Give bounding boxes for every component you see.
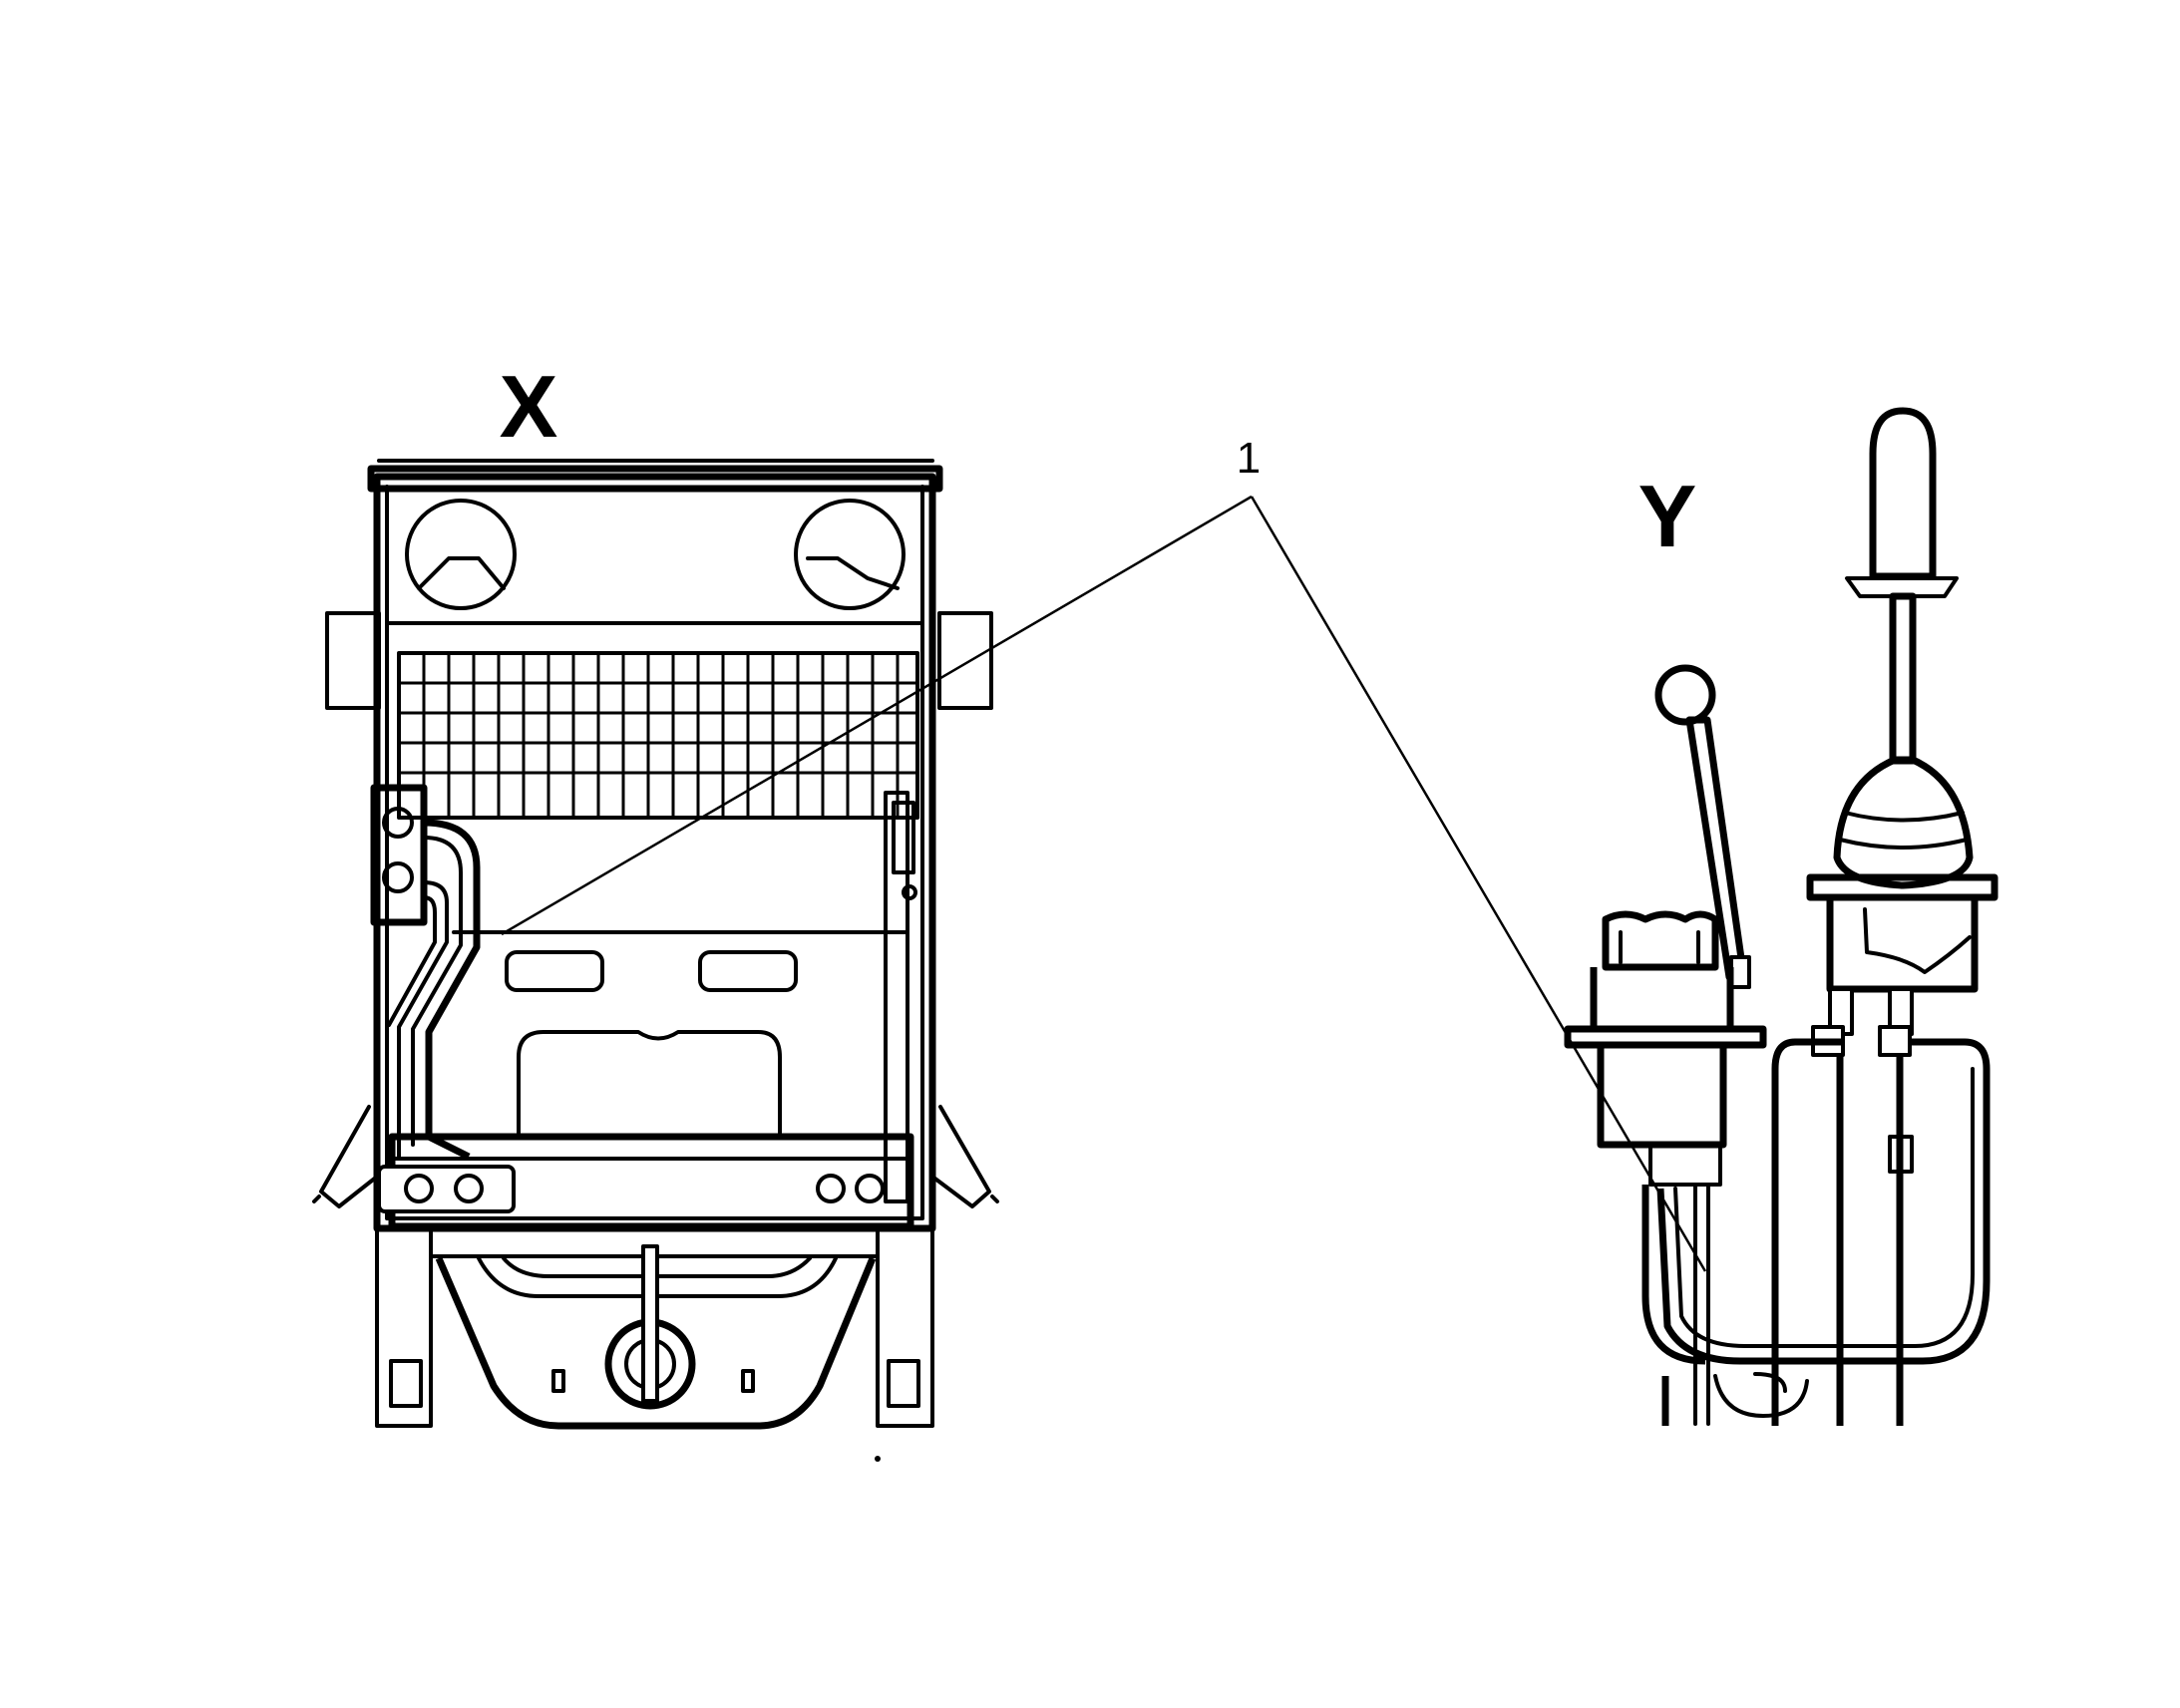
- tow-hitch: [604, 1244, 696, 1410]
- view-y-control-levers: [1564, 407, 1998, 1426]
- lamp-left: [405, 499, 517, 610]
- view-x-machine-rear: [312, 459, 999, 1462]
- callout-1-label: 1: [1237, 434, 1261, 483]
- grille: [397, 651, 919, 820]
- valve-block-left: [370, 784, 428, 926]
- view-y-label: Y: [1638, 467, 1697, 565]
- leader-lines: [501, 495, 1707, 1272]
- hand-lever: [1654, 664, 1751, 989]
- control-hoses: [1641, 1038, 1991, 1426]
- view-x-label: X: [500, 357, 558, 456]
- hydraulic-hoses: [387, 819, 481, 1161]
- hand-valve: [1564, 910, 1767, 1187]
- joystick: [1806, 407, 1998, 993]
- lamp-right: [794, 499, 906, 610]
